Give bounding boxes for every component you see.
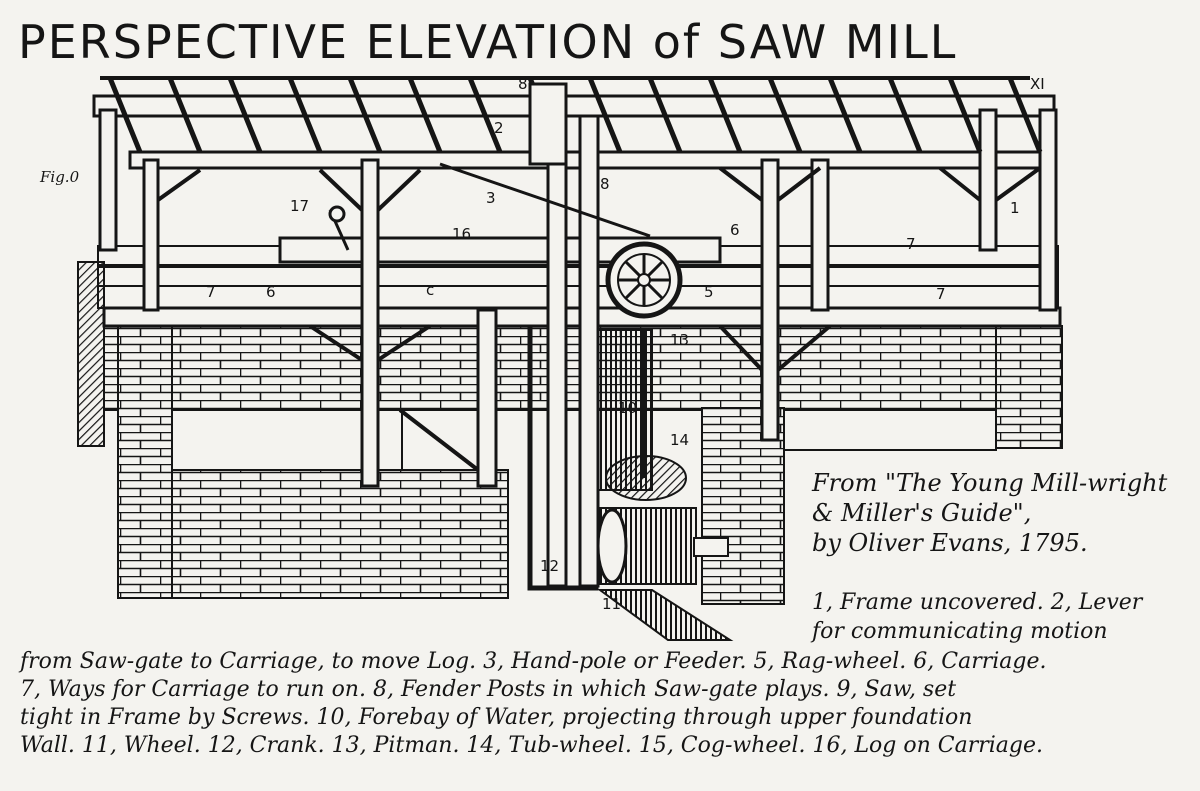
wheel-end	[596, 508, 628, 584]
plate-number: XI	[1030, 75, 1045, 93]
lever	[439, 162, 651, 238]
legend-right: 1, Frame uncovered. 2, Lever for communi…	[812, 588, 1142, 646]
source-line-1: From "The Young Mill-wright	[812, 469, 1168, 497]
opening-right	[783, 409, 997, 451]
legend-bottom-line-1: from Saw-gate to Carriage, to move Log. …	[20, 649, 1047, 674]
forebay-and-waterwheel	[527, 317, 734, 641]
crank	[328, 205, 346, 223]
callout-11: 11	[602, 595, 622, 613]
left-pier	[117, 325, 173, 599]
legend-right-line-1: 1, Frame uncovered. 2, Lever	[812, 590, 1143, 615]
rag-wheel	[605, 241, 683, 319]
callout-3: 3	[486, 189, 496, 207]
callout-6-right: 6	[730, 221, 740, 239]
braces	[156, 166, 1042, 472]
callout-8-top: 8	[518, 75, 528, 93]
callout-6-left: 6	[266, 283, 276, 301]
left-side-wall	[77, 261, 105, 447]
callout-c: c	[426, 281, 435, 299]
figure-label: Fig.0	[40, 168, 80, 186]
callout-5: 5	[704, 283, 714, 301]
callout-7-right-top: 7	[906, 235, 916, 253]
wheel-shaft	[693, 537, 729, 557]
source-citation: From "The Young Mill-wright & Miller's G…	[812, 468, 1192, 558]
sawgate-head	[528, 82, 568, 166]
rafters	[100, 76, 1043, 153]
callout-2: 2	[494, 119, 504, 137]
plate-title: PERSPECTIVE ELEVATION of SAW MILL	[18, 15, 958, 69]
legend-bottom: from Saw-gate to Carriage, to move Log. …	[20, 648, 1046, 760]
callout-12: 12	[540, 557, 560, 575]
legend-bottom-line-3: tight in Frame by Screws. 10, Forebay of…	[20, 705, 973, 730]
callout-7-left: 7	[206, 283, 216, 301]
callout-10: 10	[618, 399, 638, 417]
callout-8: 8	[600, 175, 610, 193]
legend-right-line-2: for communicating motion	[812, 619, 1108, 644]
callout-16: 16	[452, 225, 472, 243]
source-line-3: by Oliver Evans, 1795.	[812, 529, 1088, 557]
tailrace	[596, 589, 734, 641]
top-plate	[92, 94, 1056, 118]
floor-and-frame	[92, 76, 1062, 588]
posts	[98, 108, 1058, 588]
lower-left-wall	[117, 469, 509, 599]
source-line-2: & Miller's Guide",	[812, 499, 1032, 527]
legend-bottom-line-4: Wall. 11, Wheel. 12, Crank. 13, Pitman. …	[20, 733, 1044, 758]
right-end-wall	[995, 325, 1063, 449]
callout-1: 1	[1010, 199, 1020, 217]
callout-7-right: 7	[936, 285, 946, 303]
callout-17: 17	[290, 197, 310, 215]
callout-14: 14	[670, 431, 690, 449]
legend-bottom-line-2: 7, Ways for Carriage to run on. 8, Fende…	[20, 677, 957, 702]
callout-13: 13	[670, 331, 690, 349]
